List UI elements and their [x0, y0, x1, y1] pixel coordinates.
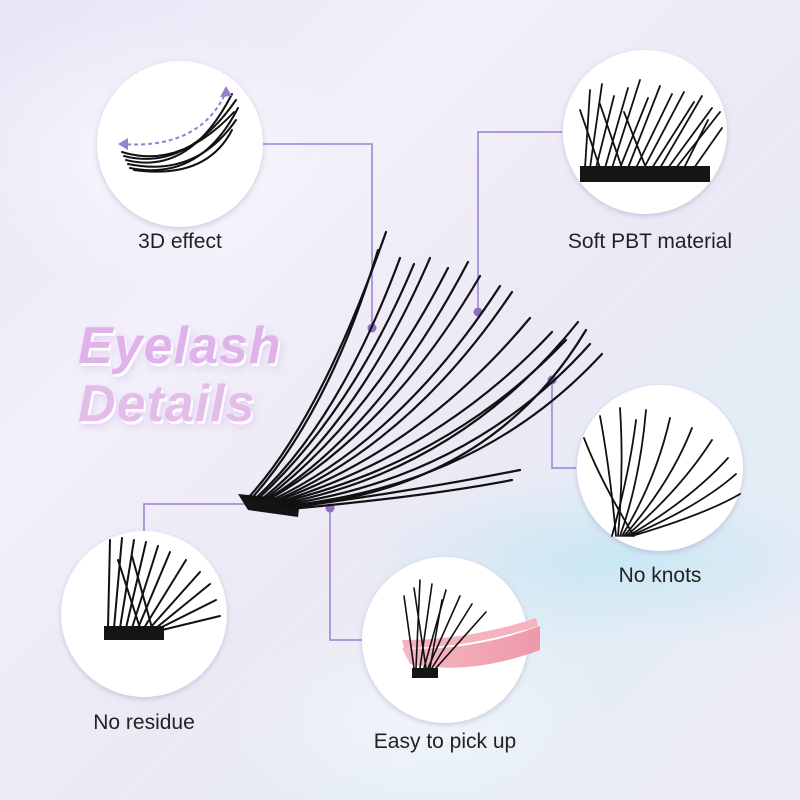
title-line-1: Eyelash — [78, 317, 282, 375]
connector-easy-pickup — [329, 508, 362, 641]
detail-easy-pickup-circle — [362, 557, 540, 723]
label-no-knots: No knots — [618, 564, 702, 587]
detail-no-knots-circle — [577, 385, 743, 551]
connector-no-knots — [551, 380, 576, 469]
detail-3d-effect-circle — [97, 61, 263, 227]
detail-soft-pbt-circle — [563, 50, 727, 214]
detail-no-residue-circle — [61, 531, 227, 697]
connector-soft-pbt — [477, 131, 562, 312]
connector-3d-effect — [260, 143, 373, 328]
label-no-residue: No residue — [93, 711, 195, 734]
label-easy-to-pick-up: Easy to pick up — [373, 730, 517, 753]
title-line-2: Details — [78, 375, 256, 433]
label-soft-pbt-material: Soft PBT material — [567, 230, 733, 253]
connector-no-residue — [143, 503, 258, 532]
main-lash-cluster — [238, 230, 604, 517]
label-3d-effect: 3D effect — [138, 230, 222, 253]
tweezers-icon — [402, 626, 540, 668]
